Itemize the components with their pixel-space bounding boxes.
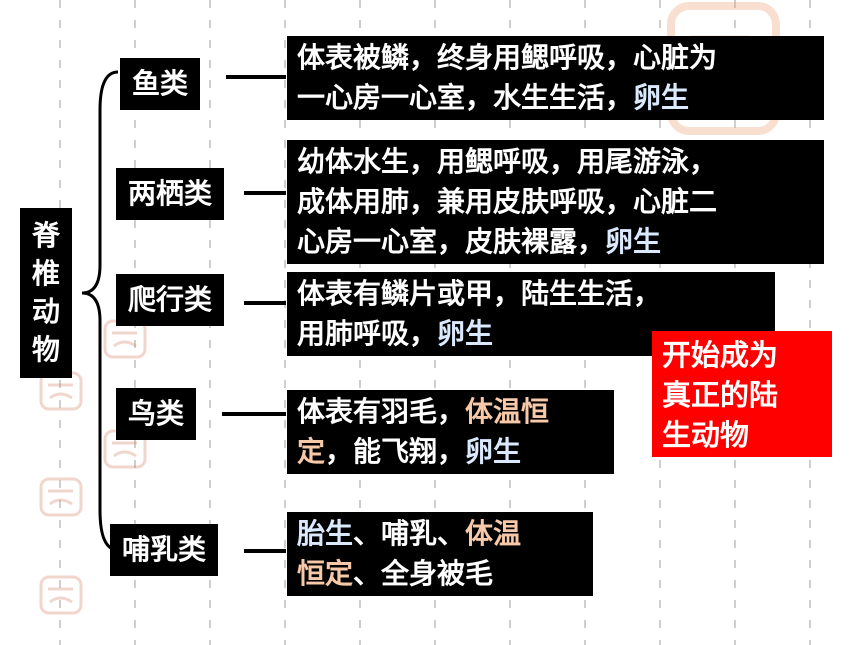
description-line: 成体用肺，兼用皮肤呼吸，心脏二 [297,182,814,222]
land-animal-note: 开始成为 真正的陆 生动物 [652,331,832,457]
root-char: 动 [31,295,60,328]
category-reptile: 爬行类 [116,274,225,326]
description-line: 体表被鳞，终身用鳃呼吸，心脏为 [297,38,814,78]
description-line: 胎生、哺乳、体温 [297,514,583,554]
description-line: 用肺呼吸，卵生 [297,314,765,354]
description-text: 体表被鳞，终身用鳃呼吸，心脏为 [297,41,718,74]
category-amphibian: 两栖类 [116,168,225,220]
highlighted-text: 卵生 [437,317,494,350]
highlighted-text: 体温恒 [465,395,550,428]
root-char: 物 [31,333,60,366]
description-text: 幼体水生，用鳃呼吸，用尾游泳， [297,145,718,178]
description-text: 体表有羽毛， [297,395,466,428]
highlighted-text: 卵生 [465,435,522,468]
highlighted-text: 体温 [465,517,522,550]
seal-stamp-decoration [39,575,83,615]
description-fish: 体表被鳞，终身用鳃呼吸，心脏为一心房一心室，水生生活，卵生 [287,36,824,120]
highlighted-text: 卵生 [605,225,662,258]
description-text: 一心房一心室，水生生活， [297,81,634,114]
description-line: 体表有羽毛，体温恒 [297,392,604,432]
description-line: 幼体水生，用鳃呼吸，用尾游泳， [297,142,814,182]
description-line: 定，能飞翔，卵生 [297,432,604,472]
seal-stamp-decoration [39,477,83,517]
root-char: 椎 [31,257,60,290]
description-line: 心房一心室，皮肤裸露，卵生 [297,222,814,262]
description-text: 体表有鳞片或甲，陆生生活， [297,277,662,310]
highlighted-text: 卵生 [633,81,690,114]
description-text: 、全身被毛 [353,557,494,590]
description-text: ，能飞翔， [325,435,466,468]
description-amphibian: 幼体水生，用鳃呼吸，用尾游泳，成体用肺，兼用皮肤呼吸，心脏二心房一心室，皮肤裸露… [287,140,824,264]
root-vertebrates: 脊 椎 动 物 [20,208,72,378]
description-text: 成体用肺，兼用皮肤呼吸，心脏二 [297,185,718,218]
root-char: 脊 [31,219,60,252]
description-line: 一心房一心室，水生生活，卵生 [297,78,814,118]
description-text: 心房一心室，皮肤裸露， [297,225,606,258]
highlighted-text: 定 [297,435,326,468]
category-bird: 鸟类 [116,388,197,440]
description-bird: 体表有羽毛，体温恒定，能飞翔，卵生 [287,390,614,474]
category-mammal: 哺乳类 [110,524,219,576]
category-fish: 鱼类 [120,58,201,110]
description-line: 体表有鳞片或甲，陆生生活， [297,274,765,314]
description-text: 、哺乳、 [353,517,466,550]
description-line: 恒定、全身被毛 [297,554,583,594]
description-mammal: 胎生、哺乳、体温恒定、全身被毛 [287,512,593,596]
description-text: 用肺呼吸， [297,317,438,350]
highlighted-text: 恒定 [297,557,354,590]
curly-brace [81,70,119,552]
highlighted-text: 胎生 [297,517,354,550]
